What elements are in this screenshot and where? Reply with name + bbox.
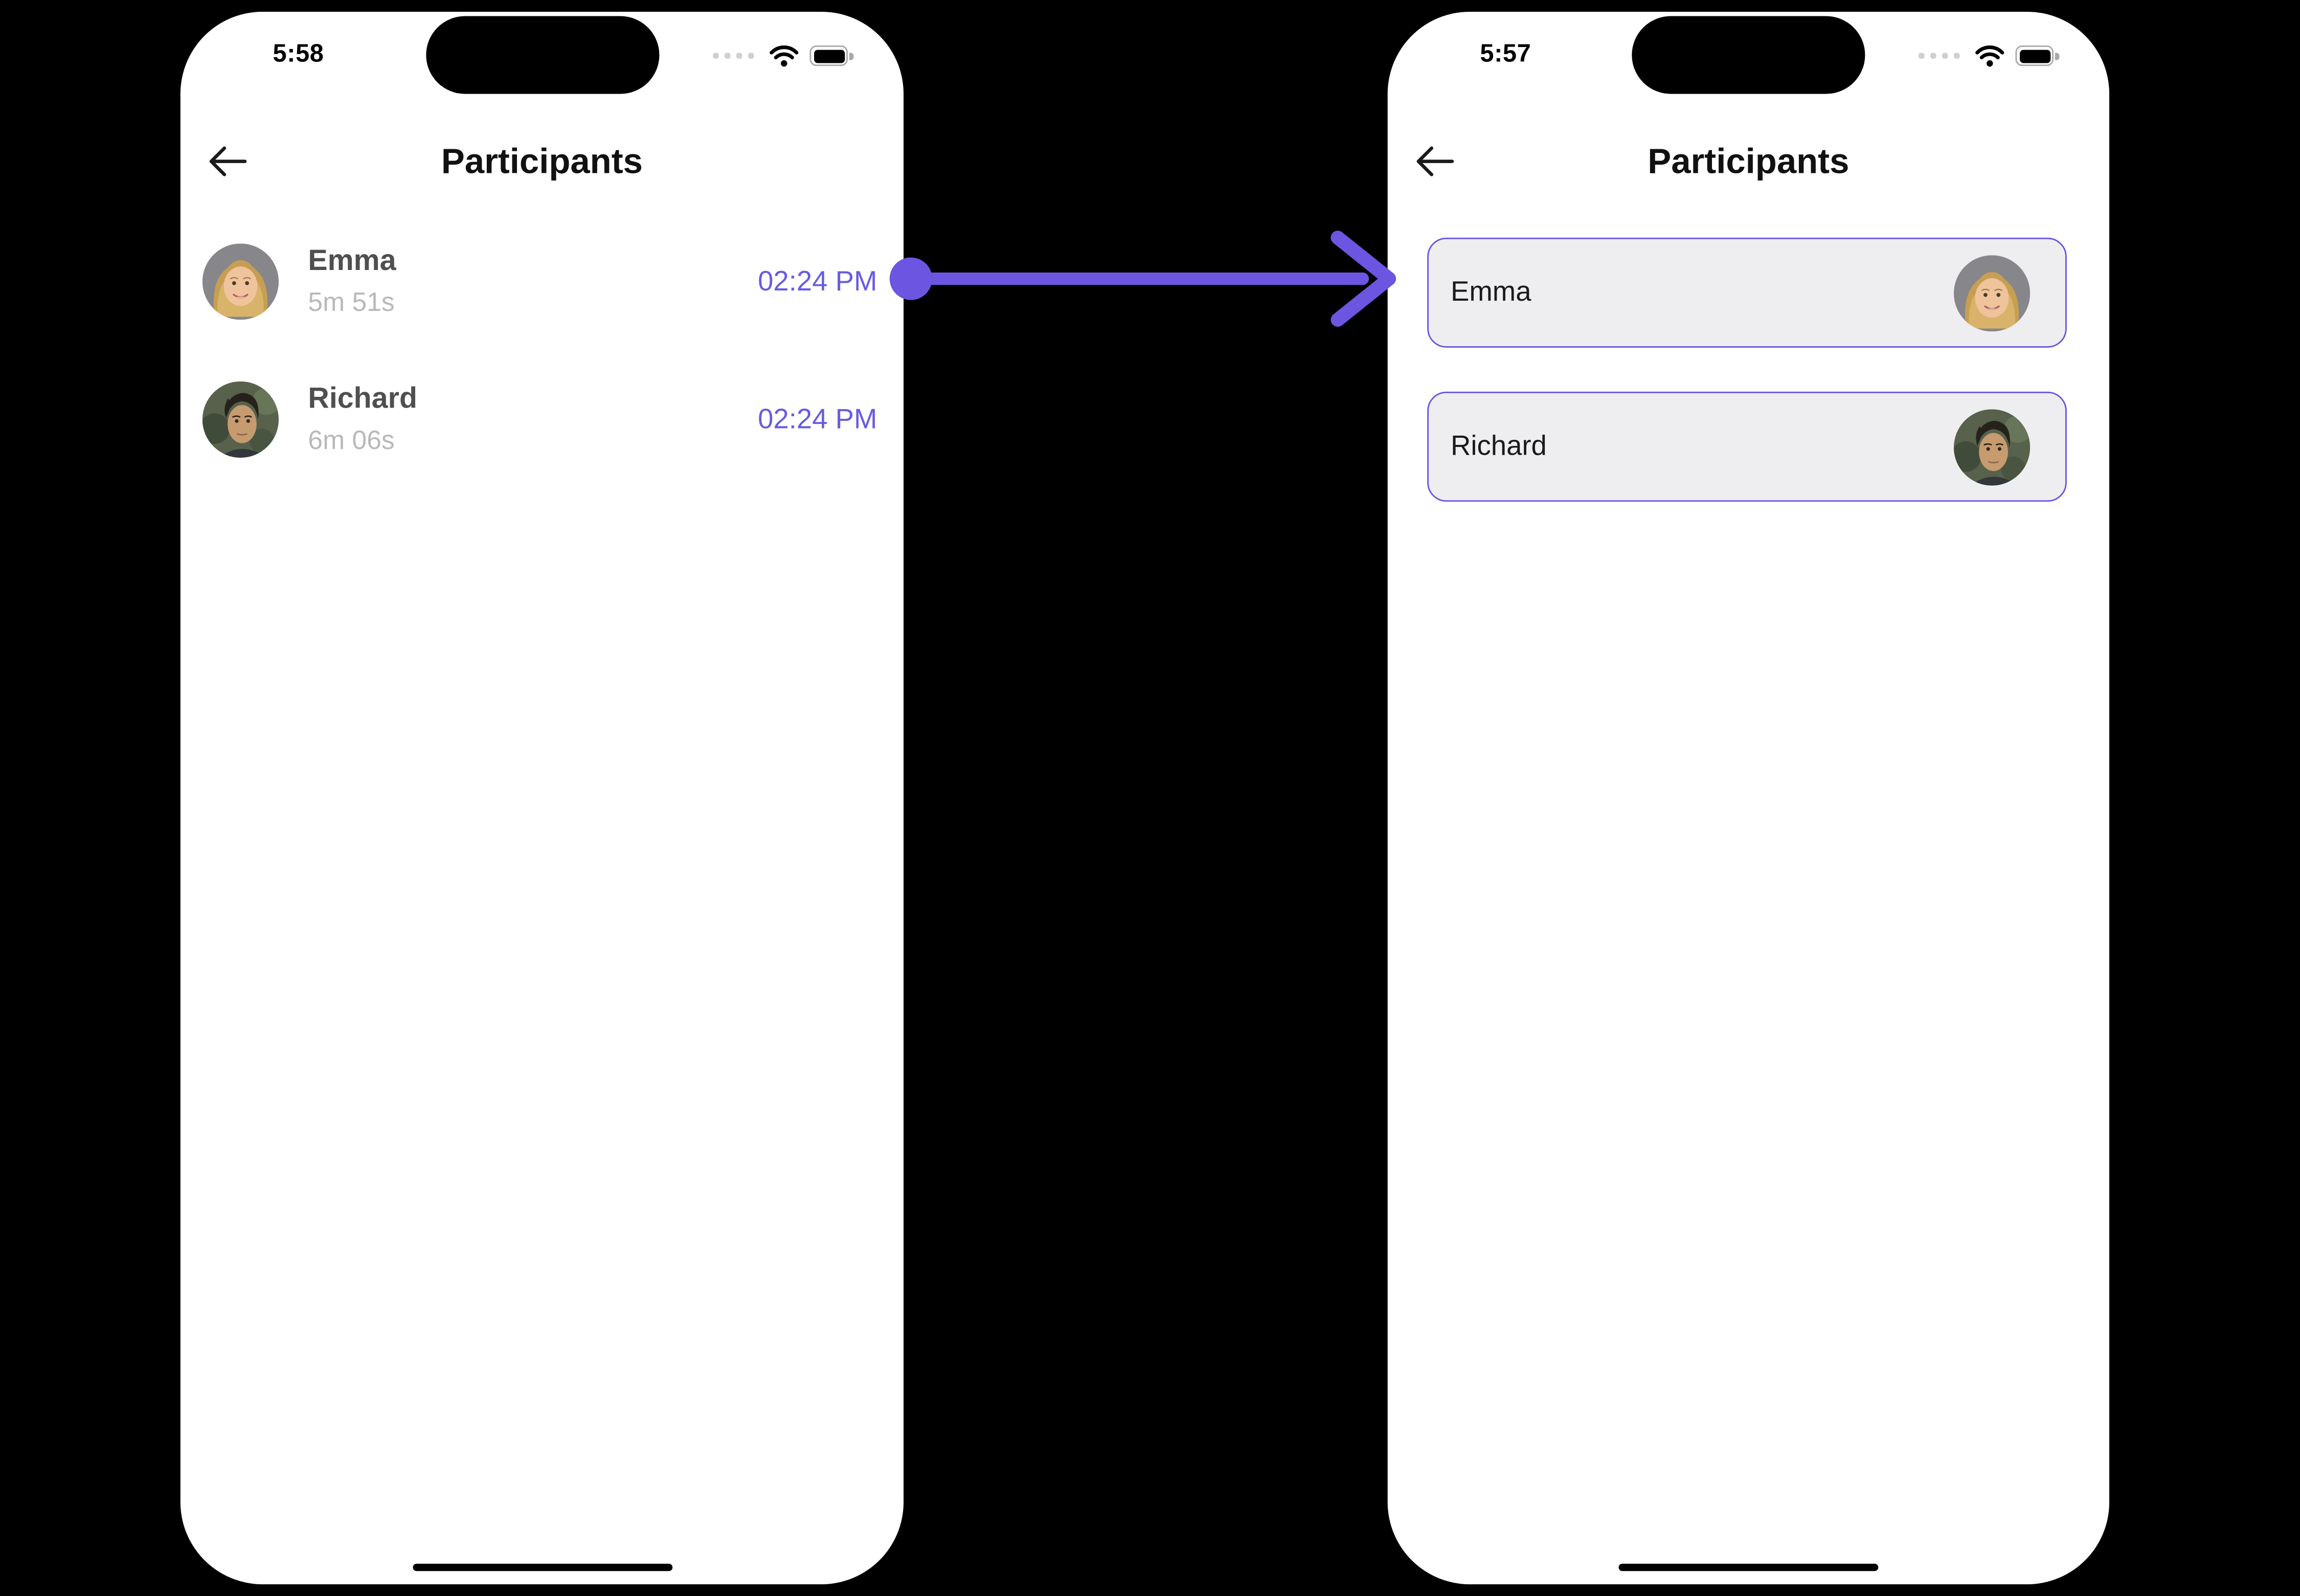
participant-name: Emma (308, 245, 396, 278)
page-title: Participants (1648, 142, 1850, 182)
participant-join-time: 02:24 PM (758, 267, 877, 298)
participant-name: Richard (1451, 430, 1547, 462)
home-indicator[interactable] (412, 1563, 672, 1571)
status-icons (1919, 44, 2059, 68)
nav-header: Participants (1388, 138, 2109, 191)
participant-name: Emma (1451, 276, 1531, 307)
wifi-icon (1975, 45, 2004, 67)
wifi-icon (770, 45, 799, 67)
home-indicator[interactable] (1618, 1563, 1879, 1571)
emma-avatar (202, 243, 279, 320)
participant-card-emma[interactable]: Emma (1427, 237, 2067, 348)
back-arrow-icon (1416, 145, 1454, 176)
participant-name: Richard (308, 383, 418, 415)
battery-icon (809, 45, 853, 66)
participant-duration: 5m 51s (308, 287, 395, 317)
dynamic-island (425, 16, 659, 94)
flow-arrow-right (889, 231, 1396, 327)
back-button[interactable] (206, 142, 250, 183)
back-button[interactable] (1412, 142, 1456, 183)
status-time: 5:58 (273, 39, 324, 68)
nav-header: Participants (181, 138, 904, 191)
richard-avatar (202, 381, 279, 458)
participant-join-time: 02:24 PM (758, 404, 877, 436)
back-arrow-icon (209, 145, 247, 176)
participant-row-emma[interactable]: Emma 5m 51s 02:24 PM (181, 243, 904, 343)
status-time: 5:57 (1480, 39, 1531, 68)
richard-avatar (1954, 409, 2030, 485)
participant-row-richard[interactable]: Richard 6m 06s 02:24 PM (181, 381, 904, 481)
phone-left-participants-list: 5:58 Participants (180, 11, 904, 1585)
participant-card-richard[interactable]: Richard (1427, 391, 2067, 502)
cellular-dots-icon (1919, 53, 1960, 59)
cellular-dots-icon (713, 53, 754, 59)
participant-duration: 6m 06s (308, 425, 395, 455)
page-title: Participants (441, 142, 643, 182)
dynamic-island (1632, 16, 1865, 94)
phone-right-participants-cards: 5:57 Participants Emma (1387, 11, 2110, 1585)
status-icons (713, 44, 853, 68)
emma-avatar (1954, 255, 2030, 331)
battery-icon (2015, 45, 2059, 66)
